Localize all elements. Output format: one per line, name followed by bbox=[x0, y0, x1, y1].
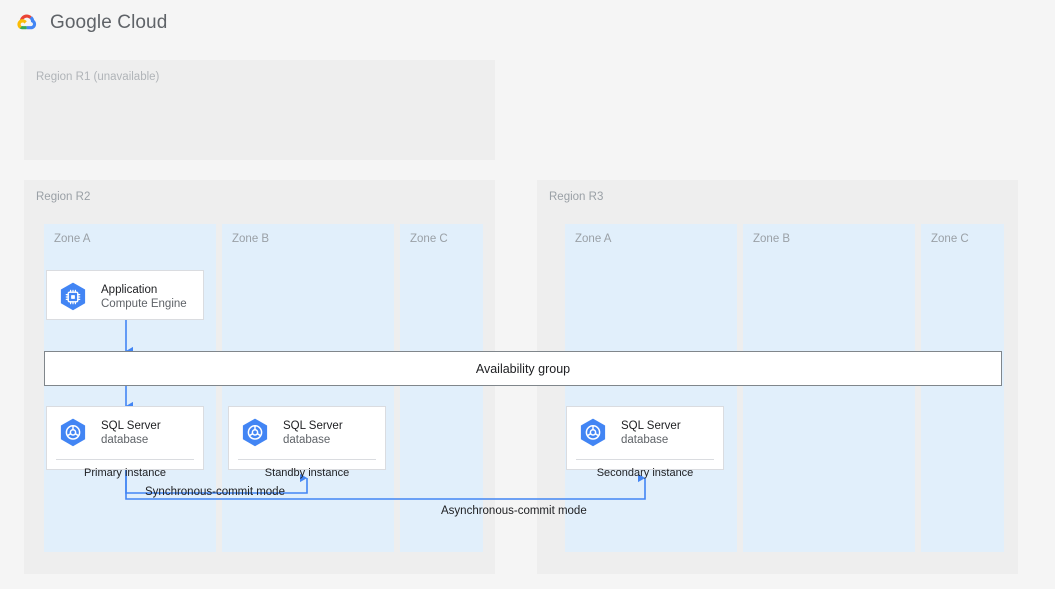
architecture-diagram: Region R1 (unavailable) Region R2 Zone A… bbox=[0, 46, 1055, 589]
card-standby-db-divider bbox=[238, 459, 376, 460]
card-application-title: Application bbox=[101, 283, 158, 296]
card-secondary-db-text: SQL Server database bbox=[621, 419, 681, 448]
card-standby-db-body: SQL Server database bbox=[229, 407, 385, 459]
region-r2-label: Region R2 bbox=[36, 191, 91, 203]
card-standby-db-text: SQL Server database bbox=[283, 419, 343, 448]
card-primary-db-body: SQL Server database bbox=[47, 407, 203, 459]
card-primary-db-footer: Primary instance bbox=[84, 467, 166, 479]
card-primary-db-text: SQL Server database bbox=[101, 419, 161, 448]
edge-label-synchronous-commit: Synchronous-commit mode bbox=[145, 486, 285, 498]
card-application-body: Application Compute Engine bbox=[47, 271, 203, 323]
brand-title: Google Cloud bbox=[50, 12, 168, 33]
card-primary-db-divider bbox=[56, 459, 194, 460]
edge-label-asynchronous-commit: Asynchronous-commit mode bbox=[441, 505, 587, 517]
compute-engine-icon bbox=[56, 280, 90, 314]
sql-server-database-icon bbox=[238, 416, 272, 450]
zone-r2-b-label: Zone B bbox=[232, 233, 270, 245]
zone-r2-c: Zone C bbox=[400, 224, 483, 552]
card-primary-db-subtitle: database bbox=[101, 434, 149, 446]
region-r1-label: Region R1 (unavailable) bbox=[36, 71, 160, 83]
card-standby-db-footer: Standby instance bbox=[264, 467, 350, 479]
card-primary-db[interactable]: SQL Server database Primary instance bbox=[46, 406, 204, 479]
zone-r3-c-label: Zone C bbox=[931, 233, 969, 245]
card-secondary-db-divider bbox=[576, 459, 714, 460]
app-header: Google Cloud bbox=[0, 0, 1055, 46]
card-secondary-db-body: SQL Server database bbox=[567, 407, 723, 459]
card-application-text: Application Compute Engine bbox=[101, 283, 187, 312]
card-secondary-db-title: SQL Server bbox=[621, 419, 681, 432]
zone-r2-a-label: Zone A bbox=[54, 233, 91, 245]
card-standby-db[interactable]: SQL Server database Standby instance bbox=[228, 406, 386, 479]
availability-group-bar[interactable]: Availability group bbox=[44, 351, 1002, 386]
card-application[interactable]: Application Compute Engine bbox=[46, 270, 204, 320]
zone-r3-b: Zone B bbox=[743, 224, 915, 552]
card-application-subtitle: Compute Engine bbox=[101, 298, 187, 310]
region-r3-label: Region R3 bbox=[549, 191, 604, 203]
zone-r3-b-label: Zone B bbox=[753, 233, 791, 245]
google-cloud-logo-icon bbox=[14, 10, 40, 36]
card-standby-db-title: SQL Server bbox=[283, 419, 343, 432]
card-primary-db-title: SQL Server bbox=[101, 419, 161, 432]
region-r1: Region R1 (unavailable) bbox=[24, 60, 495, 160]
card-secondary-db[interactable]: SQL Server database Secondary instance bbox=[566, 406, 724, 479]
zone-r2-c-label: Zone C bbox=[410, 233, 448, 245]
zone-r3-c: Zone C bbox=[921, 224, 1004, 552]
zone-r2-b: Zone B bbox=[222, 224, 394, 552]
sql-server-database-icon bbox=[576, 416, 610, 450]
card-secondary-db-footer: Secondary instance bbox=[596, 467, 694, 479]
sql-server-database-icon bbox=[56, 416, 90, 450]
zone-r3-a-label: Zone A bbox=[575, 233, 612, 245]
zone-r3-a: Zone A bbox=[565, 224, 737, 552]
card-secondary-db-subtitle: database bbox=[621, 434, 669, 446]
availability-group-label: Availability group bbox=[475, 361, 571, 376]
card-standby-db-subtitle: database bbox=[283, 434, 331, 446]
